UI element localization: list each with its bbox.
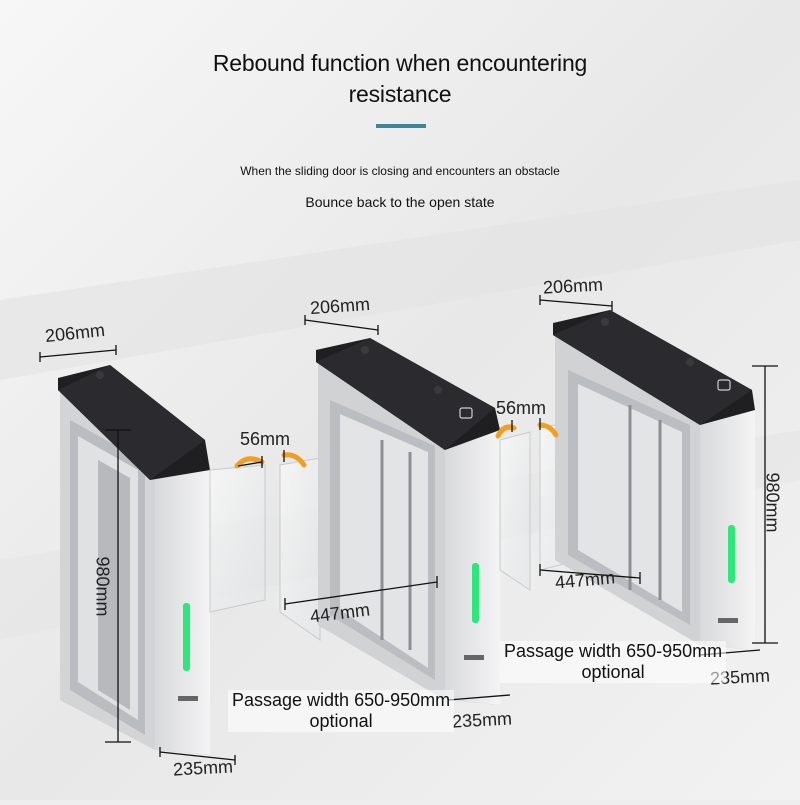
brand-plate [464, 655, 484, 660]
dim-980-left: 980mm [92, 556, 113, 617]
title-accent-bar [376, 124, 426, 128]
sensor-icon [686, 358, 694, 366]
left-glass-flap [209, 464, 266, 613]
brand-plate [718, 618, 738, 623]
background-stair-shadow [0, 180, 800, 380]
passage-width-note-left: Passage width 650-950mm optional [228, 690, 455, 732]
page-title: Rebound function when encountering [212, 50, 588, 76]
indicator-light [728, 525, 735, 583]
sensor-icon [361, 346, 369, 354]
passage-width-text: Passage width 650-950mm [232, 690, 451, 710]
page-title-line-2: resistance [348, 81, 452, 107]
dim-56-right: 56mm [496, 398, 547, 418]
middle-cabinet [316, 338, 500, 705]
dimension-lines [39, 295, 778, 765]
indicator-light [472, 563, 479, 623]
dim-235-left: 235mm [172, 756, 234, 780]
brand-plate [178, 696, 198, 701]
sensor-icon [434, 386, 442, 394]
card-reader-icon [717, 379, 731, 391]
passage-width-text: Passage width 650-950mm [504, 641, 723, 661]
description-line-2: Bounce back to the open state [305, 194, 495, 210]
dim-206-right: 206mm [542, 274, 604, 298]
card-reader-icon [459, 407, 473, 419]
sensor-icon [601, 318, 609, 326]
right-cabinet [553, 310, 755, 650]
description-line-1: When the sliding door is closing and enc… [240, 164, 560, 178]
left-cabinet [58, 365, 210, 755]
dim-56-left: 56mm [240, 429, 291, 449]
dim-980-right: 980mm [762, 472, 783, 533]
indicator-light [183, 603, 190, 671]
sensor-icon [96, 371, 104, 379]
passage-width-note-right: Passage width 650-950mm optional [500, 641, 727, 683]
dim-235-middle: 235mm [451, 708, 513, 732]
middle-glass-flap [279, 457, 321, 641]
optional-text: optional [581, 662, 645, 682]
optional-text: optional [309, 711, 373, 731]
dim-206-middle: 206mm [309, 293, 371, 319]
